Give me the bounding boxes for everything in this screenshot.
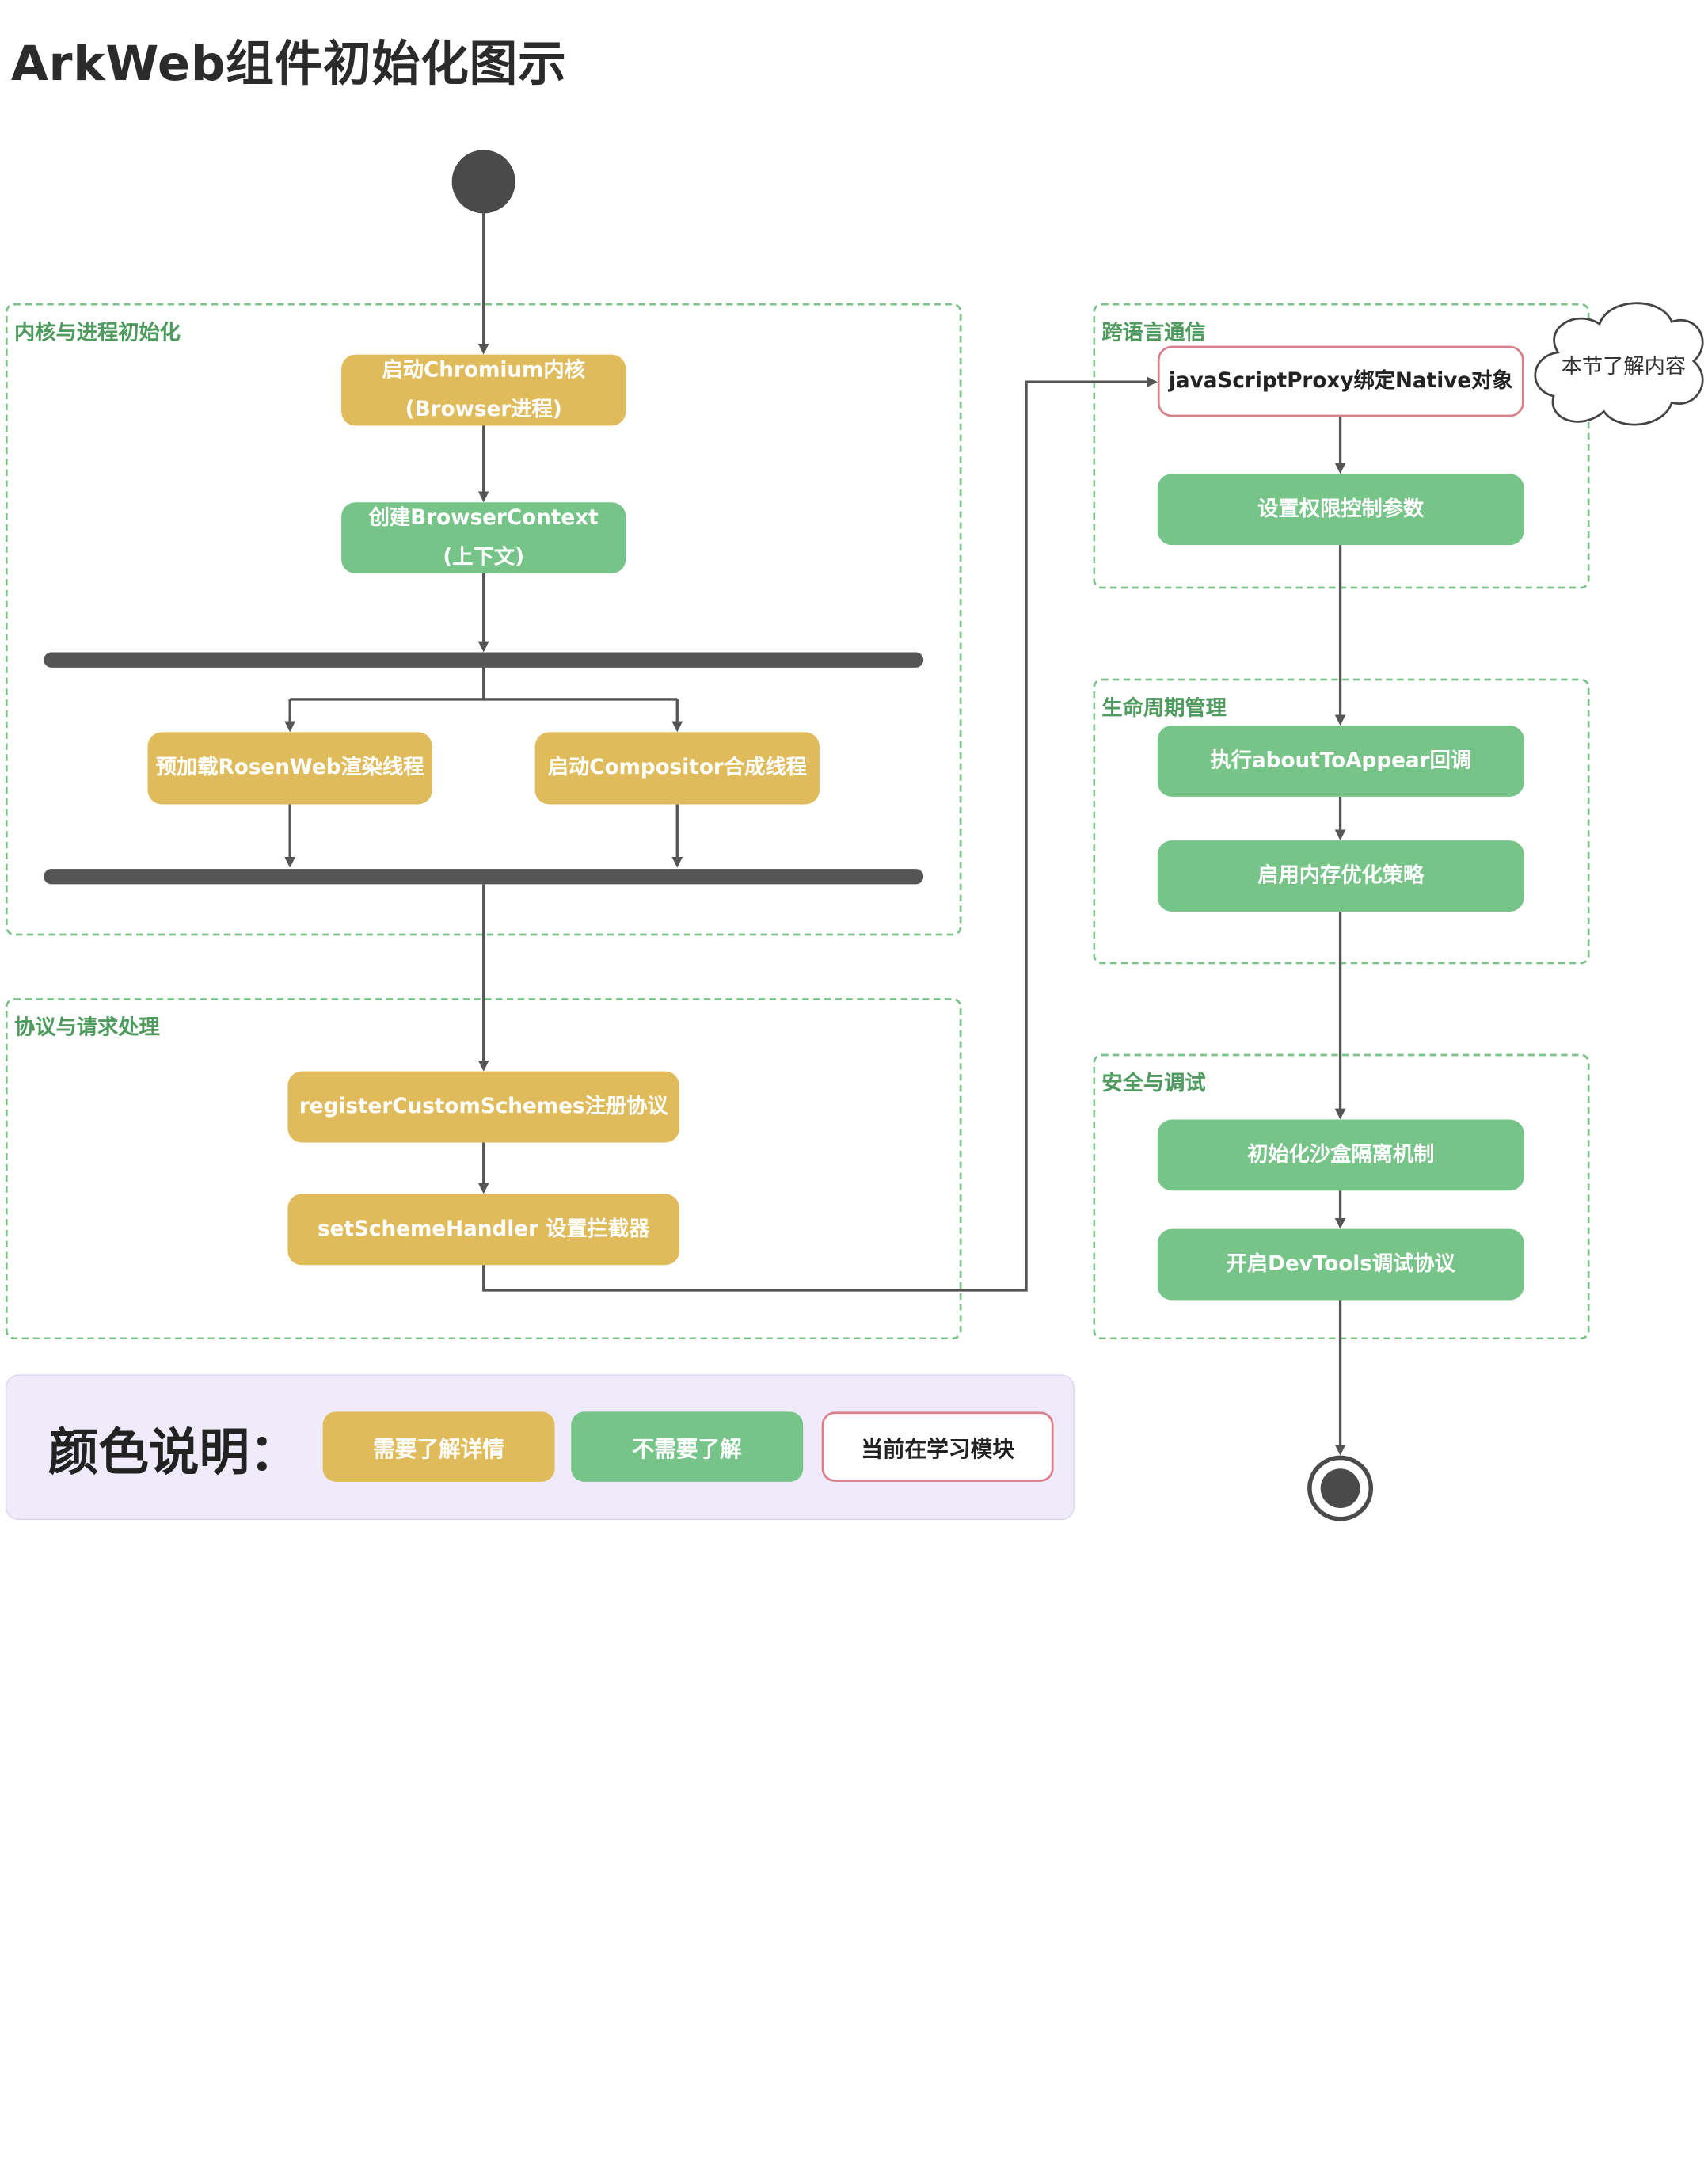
node-start-chromium: 启动Chromium内核 (Browser进程) (341, 354, 626, 426)
node-start-compositor-label: 启动Compositor合成线程 (547, 755, 807, 780)
node-about-to-appear: 执行aboutToAppear回调 (1157, 726, 1524, 797)
end-node-inner (1320, 1468, 1360, 1508)
legend-current-module-label: 当前在学习模块 (861, 1435, 1014, 1462)
node-sandbox: 初始化沙盒隔离机制 (1157, 1119, 1524, 1191)
legend-title: 颜色说明： (48, 1422, 300, 1482)
node-set-permission-label: 设置权限控制参数 (1257, 497, 1425, 521)
legend-need-detail: 需要了解详情 (322, 1411, 555, 1482)
group-protocol-label: 协议与请求处理 (13, 1015, 160, 1040)
start-node (451, 150, 515, 214)
note-cloud-shape (1534, 302, 1704, 426)
node-sandbox-label: 初始化沙盒隔离机制 (1247, 1142, 1435, 1167)
fork-bar (44, 652, 924, 668)
edge-fork-split (290, 667, 485, 701)
activity-diagram: ArkWeb组件初始化图示 内核与进程初始化 协议与请求处理 跨语言通信 生命周… (5, 36, 1704, 1521)
join-bar (44, 869, 924, 885)
node-set-handler-label: setSchemeHandler 设置拦截器 (317, 1217, 650, 1241)
node-start-chromium-line2: (Browser进程) (405, 396, 562, 421)
node-memory-optimization: 启用内存优化策略 (1157, 840, 1524, 912)
node-about-to-appear-label: 执行aboutToAppear回调 (1210, 748, 1472, 773)
node-register-schemes: registerCustomSchemes注册协议 (287, 1071, 680, 1143)
node-devtools-label: 开启DevTools调试协议 (1226, 1251, 1455, 1276)
node-create-context: 创建BrowserContext (上下文) (341, 502, 626, 574)
node-start-chromium-line1: 启动Chromium内核 (382, 358, 585, 383)
color-legend: 颜色说明： 需要了解详情 不需要了解 当前在学习模块 (5, 1374, 1075, 1521)
node-js-proxy: javaScriptProxy绑定Native对象 (1157, 345, 1524, 417)
legend-not-needed: 不需要了解 (571, 1411, 804, 1482)
flow-connectors (284, 213, 1704, 1456)
node-set-permission: 设置权限控制参数 (1157, 474, 1524, 546)
diagram-title: ArkWeb组件初始化图示 (10, 36, 567, 93)
node-preload-rosen: 预加载RosenWeb渲染线程 (147, 732, 432, 805)
legend-current-module: 当前在学习模块 (821, 1411, 1054, 1482)
node-devtools: 开启DevTools调试协议 (1157, 1228, 1524, 1301)
legend-need-detail-label: 需要了解详情 (373, 1435, 504, 1462)
legend-not-needed-label: 不需要了解 (632, 1435, 742, 1462)
group-cross-language-label: 跨语言通信 (1101, 320, 1206, 345)
edge-handler-to-jsproxy (482, 376, 1158, 1292)
node-start-compositor: 启动Compositor合成线程 (534, 732, 820, 805)
node-set-handler: setSchemeHandler 设置拦截器 (287, 1194, 680, 1266)
group-kernel-label: 内核与进程初始化 (13, 320, 181, 345)
node-create-context-line1: 创建BrowserContext (368, 505, 599, 531)
note-text: 本节了解内容 (1561, 354, 1687, 379)
node-js-proxy-label: javaScriptProxy绑定Native对象 (1168, 368, 1513, 393)
group-lifecycle-label: 生命周期管理 (1101, 695, 1227, 721)
group-security-label: 安全与调试 (1101, 1071, 1206, 1096)
node-memory-optimization-label: 启用内存优化策略 (1257, 863, 1425, 888)
node-create-context-line2: (上下文) (443, 544, 525, 569)
node-register-schemes-label: registerCustomSchemes注册协议 (299, 1094, 668, 1118)
end-node (1307, 1455, 1374, 1521)
node-preload-rosen-label: 预加载RosenWeb渲染线程 (155, 755, 424, 780)
